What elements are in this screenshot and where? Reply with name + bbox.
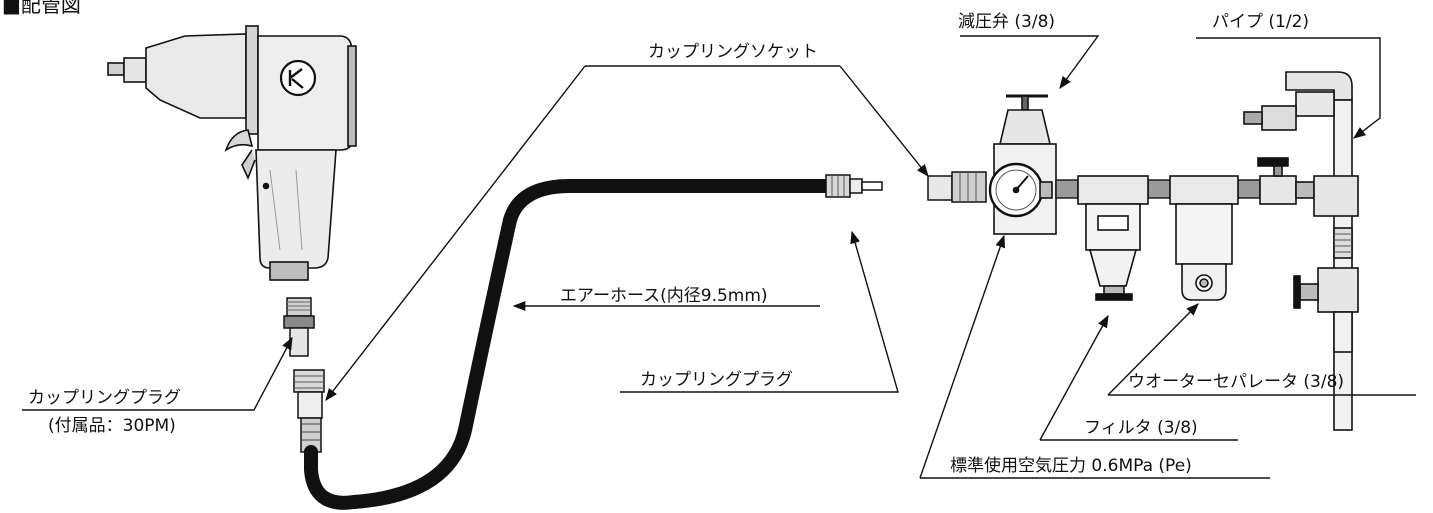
label-water-separator: ウオーターセパレータ (3/8) xyxy=(1128,372,1345,392)
label-air-hose: エアーホース(内径9.5mm) xyxy=(560,286,768,306)
label-pipe: パイプ (1/2) xyxy=(1212,12,1310,32)
label-coupling-plug-30pm: カップリングプラグ xyxy=(28,388,181,408)
filter-unit xyxy=(1077,175,1149,301)
pressure-reducing-valve xyxy=(988,94,1057,235)
coupling-plug-hose-end xyxy=(825,174,883,198)
label-coupling-plug-hose-end: カップリングプラグ xyxy=(640,370,793,390)
coupling-plug-30pm xyxy=(283,297,315,357)
label-coupling-socket: カップリングソケット xyxy=(648,42,818,62)
label-filter: フィルタ (3/8) xyxy=(1084,418,1198,438)
label-accessory-note: (付属品：30PM) xyxy=(48,416,176,436)
coupling-socket-left xyxy=(293,369,325,453)
label-standard-pressure: 標準使用空気圧力 0.6MPa (Pe) xyxy=(950,456,1192,476)
label-reducing-valve: 減圧弁 (3/8) xyxy=(958,12,1056,32)
air-hose xyxy=(304,179,835,510)
coupling-socket-frl xyxy=(927,171,987,203)
impact-wrench-illustration xyxy=(107,25,357,281)
connector-filter-separator xyxy=(1147,179,1171,199)
diagram-title: ■配管図 xyxy=(2,0,81,17)
water-separator-unit xyxy=(1169,175,1239,301)
leader-lines xyxy=(22,35,1416,479)
connector-separator-valve xyxy=(1237,179,1261,199)
main-pipe xyxy=(1243,71,1359,431)
connector-valve-filter xyxy=(1055,179,1079,199)
ball-valve xyxy=(1257,157,1315,205)
